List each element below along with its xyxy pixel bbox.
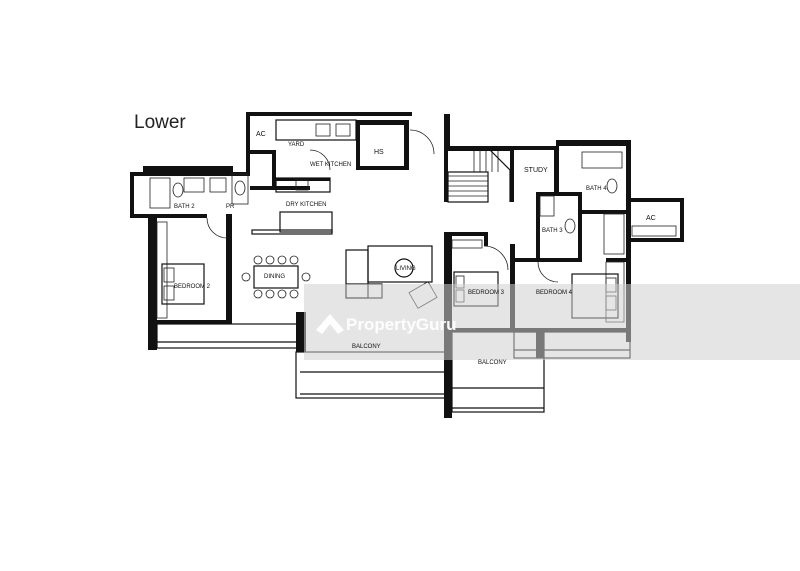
room-label-bath-2: BATH 2	[174, 204, 195, 210]
room-label-dry-kitchen: DRY KITCHEN	[286, 202, 326, 208]
room-label-bath-3: BATH 3	[542, 228, 563, 234]
room-label-bath-4: BATH 4	[586, 186, 607, 192]
room-label-study: STUDY	[524, 167, 548, 174]
room-labels: AC YARD WET KITCHEN HS BATH 2 PR DRY KIT…	[174, 131, 656, 366]
room-label-bedroom-2: BEDROOM 2	[174, 284, 211, 290]
room-label-balcony-right: BALCONY	[478, 360, 507, 366]
room-label-yard: YARD	[288, 142, 305, 148]
bed-bedroom-2	[161, 263, 205, 305]
room-label-ac-top: AC	[256, 131, 266, 138]
room-label-hs: HS	[374, 149, 384, 156]
watermark: PropertyGuru	[304, 284, 800, 360]
staircase	[447, 149, 511, 203]
room-label-ac-right: AC	[646, 215, 656, 222]
watermark-text: PropertyGuru	[346, 315, 457, 334]
room-label-bedroom-3: BEDROOM 3	[468, 290, 505, 296]
room-label-balcony-main: BALCONY	[352, 344, 381, 350]
room-label-bedroom-4: BEDROOM 4	[536, 290, 573, 296]
room-label-wet-kitchen: WET KITCHEN	[310, 162, 351, 168]
doors	[206, 129, 559, 283]
plan-title: Lower	[134, 112, 186, 133]
room-label-living: LIVING	[396, 266, 416, 272]
dining-table	[241, 255, 311, 299]
room-label-pr: PR	[226, 204, 235, 210]
watermark-logo-icon	[316, 314, 344, 334]
room-label-dining: DINING	[264, 274, 285, 280]
